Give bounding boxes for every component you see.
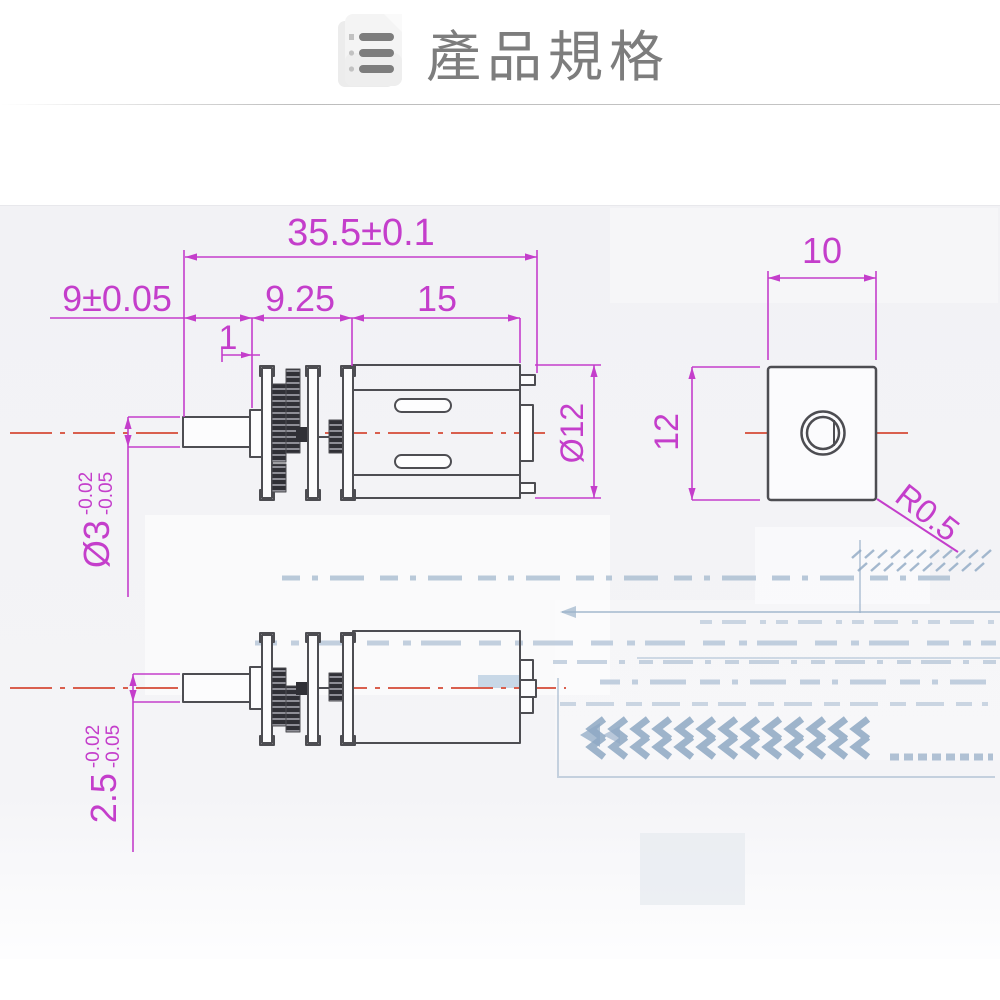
dim-shaft-diameter-tolerance: -0.02 -0.05 [76,471,117,516]
dim-shaft-diameter: Ø3 -0.02 -0.05 [69,425,125,615]
header-divider [0,104,1000,105]
dim-body-diameter: Ø12 [554,402,590,464]
dim-motor-length: 15 [416,278,458,319]
dim-gearbox-length: 9.25 [264,278,336,319]
dimension-arrows [124,253,876,702]
dim-mount-height: 12 [648,413,686,451]
spec-title: 產品規格 [425,26,670,88]
watermark-layer [145,208,1000,905]
spec-list-icon [337,14,402,87]
spec-header: 產品規格 [0,0,1000,104]
dim-shaft-diameter-value: Ø3 [76,520,117,569]
motor-end-view [766,365,878,502]
dim-mount-width: 10 [801,230,843,271]
dim-shaft-flat-tolerance: -0.02 -0.05 [83,724,124,769]
dim-shaft-length: 9±0.05 [62,278,172,319]
dim-shaft-flat-value: 2.5 [83,773,124,824]
motor-top-view [182,630,537,746]
motor-side-view [182,364,536,501]
dim-shaft-flat: 2.5 -0.02 -0.05 [76,679,132,869]
dim-step-width: 1 [218,319,238,357]
dim-total-length: 35.5±0.1 [287,212,435,254]
